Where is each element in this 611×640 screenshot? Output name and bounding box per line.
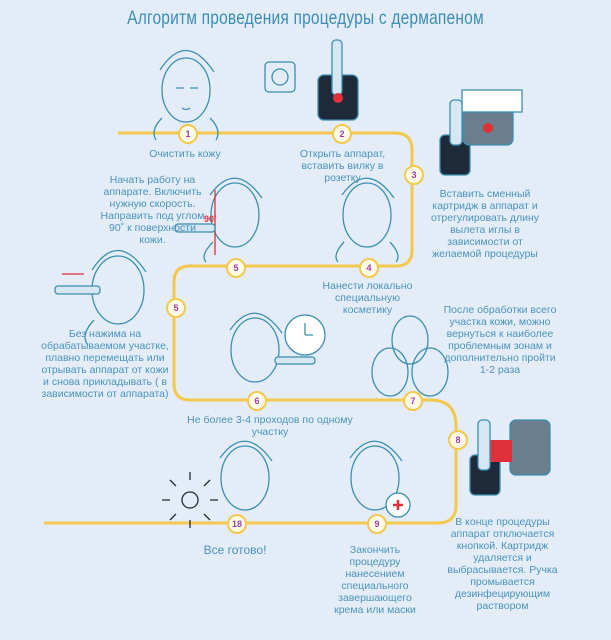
step-badge-3: 3	[404, 165, 424, 185]
step-badge-6: 6	[247, 391, 267, 411]
step-9-text: Закончить процедуру нанесением специальн…	[334, 544, 416, 616]
step-1-text: Очистить кожу	[149, 148, 221, 160]
step-8-text: В конце процедуры аппарат отключается кн…	[447, 516, 558, 612]
step-7-text: После обработки всего участка кожи, можн…	[443, 304, 557, 376]
step-badge-4: 4	[359, 258, 379, 278]
face-illustration-1	[153, 49, 219, 141]
step-4-text: Нанести локально специальную косметику	[322, 280, 413, 316]
plug-device-illustration	[264, 39, 359, 121]
face-illustration-7	[371, 315, 449, 397]
step-badge-2: 2	[332, 124, 352, 144]
step-badge-7: 7	[403, 391, 423, 411]
page-title: Алгоритм проведения процедуры с дермапен…	[127, 8, 484, 29]
final-text: Все готово!	[203, 543, 267, 557]
angle-label: 90˚	[204, 214, 217, 224]
sun-icon	[162, 472, 218, 528]
step-badge-1: 1	[178, 124, 198, 144]
step-5b-text: Без нажима на обрабатываемом участке, пл…	[41, 328, 169, 400]
step-2-text: Открыть аппарат, вставить вилку в розетк…	[299, 148, 386, 184]
face-illustration-5b	[54, 249, 147, 346]
step-badge-9: 9	[367, 514, 387, 534]
disposal-device-illustration	[469, 419, 551, 496]
step-5-text: Начать работу на аппарате. Включить нужн…	[100, 174, 205, 246]
face-illustration-9	[349, 440, 411, 518]
cartridge-device-illustration	[439, 89, 523, 176]
face-illustration-final	[219, 440, 273, 511]
face-illustration-4	[335, 177, 399, 263]
step-6-text: Не более 3-4 проходов по одному участку	[187, 414, 353, 438]
step-badge-8: 8	[448, 430, 468, 450]
face-illustration-6	[229, 312, 326, 383]
face-illustration-5	[174, 177, 263, 263]
step-badge-5a: 5	[226, 258, 246, 278]
step-3-text: Вставить сменный картридж в аппарат и от…	[430, 188, 540, 260]
step-badge-final: 18	[227, 514, 247, 534]
step-badge-5b: 5	[166, 298, 186, 318]
